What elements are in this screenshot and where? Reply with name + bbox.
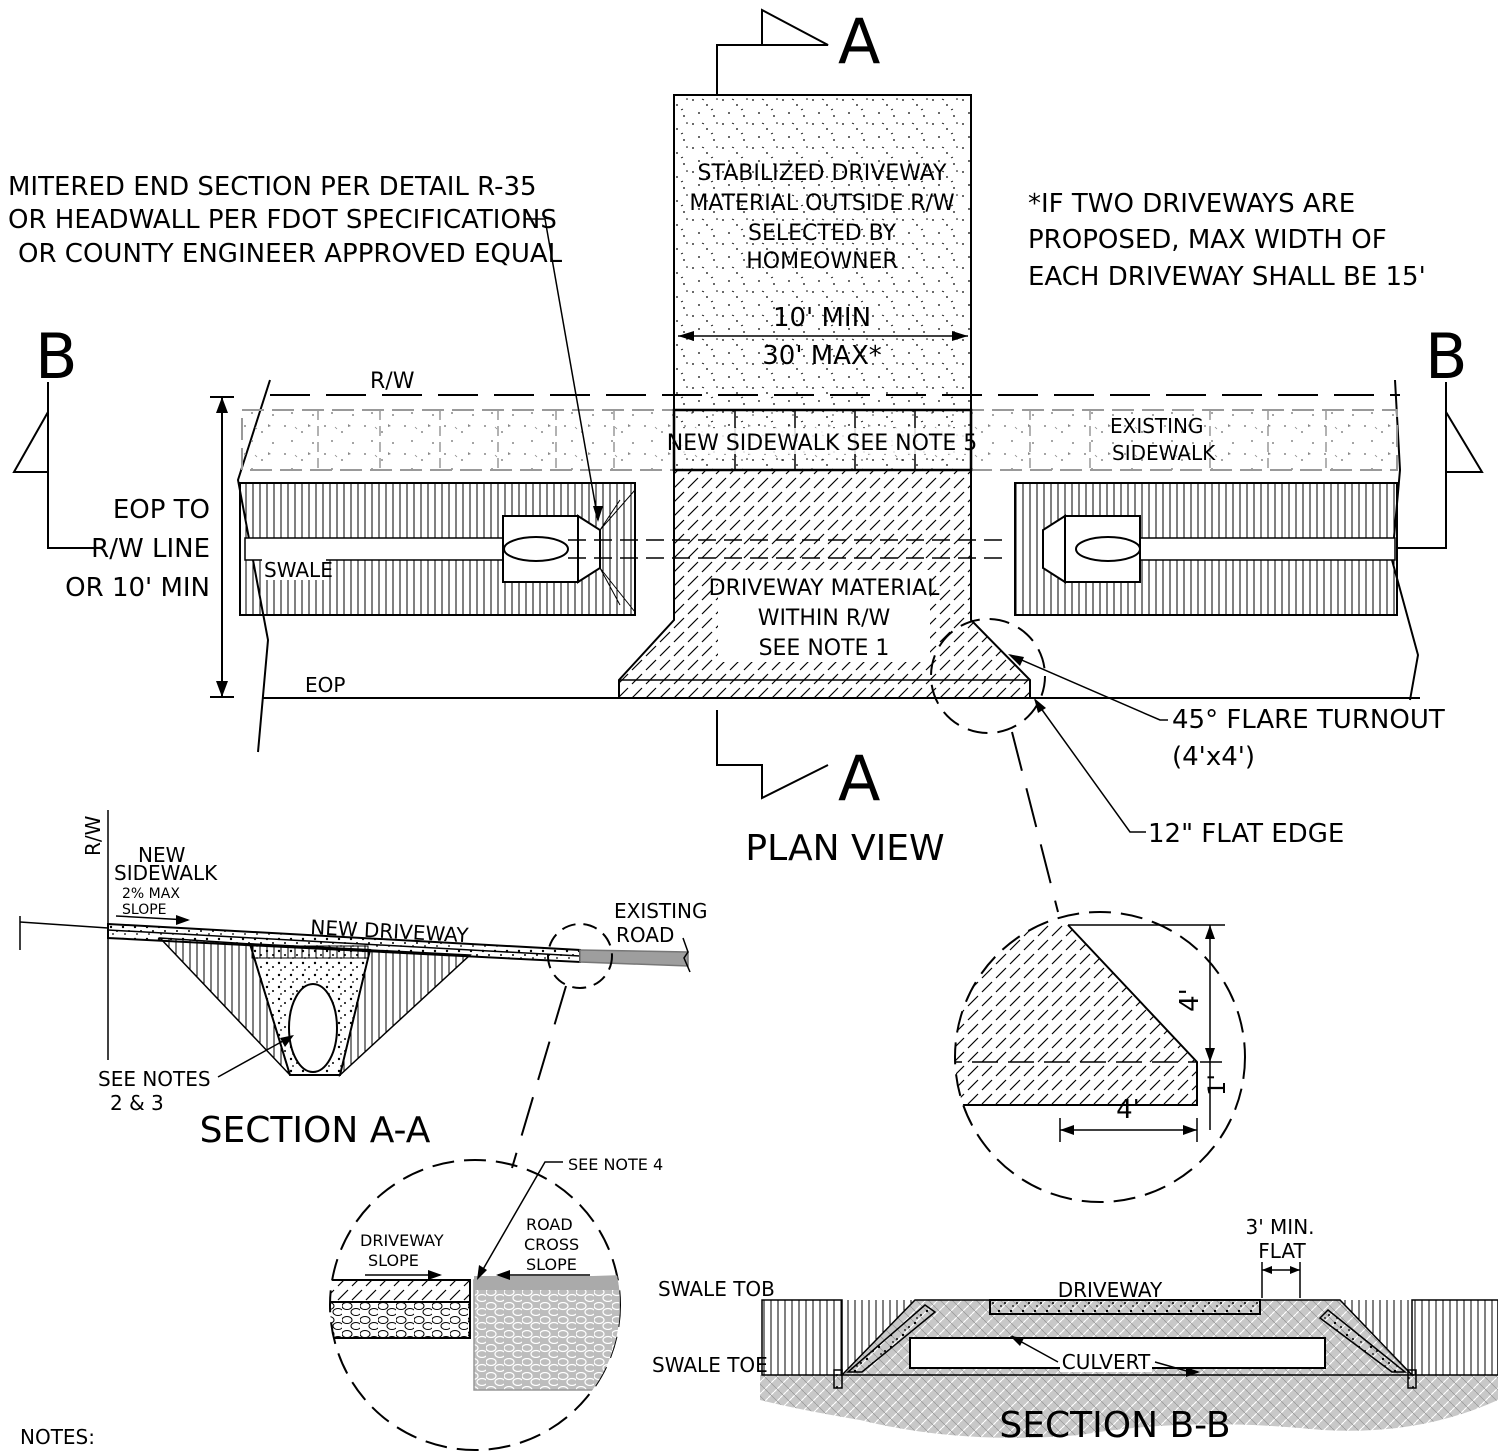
joint-detail: SEE NOTE 4 DRIVEWAY SLOPE ROAD CROSS SLO…	[329, 985, 663, 1451]
flare-note-line2: (4'x4')	[1172, 742, 1255, 772]
section-aa-culvert	[288, 983, 338, 1073]
section-a-bottom-label: A	[838, 742, 880, 815]
section-b-left-marker: B	[12, 320, 95, 549]
eop-dim-line3: OR 10' MIN	[65, 573, 210, 603]
flare-leader	[1009, 654, 1168, 721]
joint-see-note-4: SEE NOTE 4	[568, 1155, 663, 1174]
two-driveways-line1: *IF TWO DRIVEWAYS ARE	[1028, 189, 1355, 219]
section-a-top-label: A	[838, 5, 880, 78]
section-bb: 3' MIN. FLAT SWALE TOB SWALE TOE DRIVEWA…	[652, 1215, 1498, 1446]
mitered-leader	[525, 218, 599, 521]
section-b-right-label: B	[1425, 320, 1468, 393]
flare-dim-4-vertical: 4'	[1175, 988, 1205, 1012]
section-aa-new-sidewalk-2: SIDEWALK	[114, 861, 218, 885]
plan-view-title: PLAN VIEW	[745, 828, 944, 869]
eop-dim-line2: R/W LINE	[91, 534, 210, 564]
mitered-note-line3: OR COUNTY ENGINEER APPROVED EQUAL	[18, 239, 563, 269]
section-aa-see-notes-2: 2 & 3	[110, 1091, 164, 1115]
joint-road-cross-1: ROAD	[526, 1215, 573, 1234]
new-sidewalk-label: NEW SIDEWALK SEE NOTE 5	[667, 431, 978, 456]
section-bb-culvert-label: CULVERT	[1062, 1350, 1151, 1374]
flare-dim-1: 1'	[1203, 1074, 1231, 1096]
flare-note-line1: 45° FLARE TURNOUT	[1172, 705, 1445, 735]
section-a-bottom-marker: A	[716, 710, 880, 815]
driveway-material-line3: SEE NOTE 1	[759, 636, 890, 661]
section-b-right-marker: B	[1398, 320, 1484, 549]
section-bb-ground	[760, 1375, 1498, 1438]
section-aa: R/W NEW SIDEWALK 2% MAX SLOPE NEW DRIVEW…	[19, 810, 708, 1151]
joint-driveway-slope-1: DRIVEWAY	[360, 1231, 444, 1250]
stabilized-driveway-area	[673, 94, 972, 411]
driveway-material-line2: WITHIN R/W	[758, 606, 891, 631]
swale-label: SWALE	[264, 558, 333, 582]
section-aa-slope-1: 2% MAX	[122, 886, 180, 902]
stabilized-note-line1: STABILIZED DRIVEWAY	[698, 161, 948, 186]
culvert-pipe-right	[1075, 536, 1141, 562]
section-aa-slope-2: SLOPE	[122, 902, 167, 918]
section-aa-rw-label: R/W	[81, 815, 105, 856]
width-max-label: 30' MAX*	[762, 341, 882, 371]
stabilized-note-line2: MATERIAL OUTSIDE R/W	[689, 191, 955, 216]
section-aa-see-notes-1: SEE NOTES	[98, 1067, 211, 1091]
plan-view: R/W EXISTING SIDEWALK STABILIZED DRIVEWA…	[8, 94, 1445, 869]
section-bb-min-flat-1: 3' MIN.	[1245, 1215, 1314, 1239]
notes-label: NOTES:	[20, 1425, 95, 1449]
flare-dim-4-horizontal: 4'	[1116, 1095, 1140, 1125]
section-bb-swale-tob: SWALE TOB	[658, 1277, 775, 1301]
rw-label: R/W	[370, 369, 415, 394]
flat-edge-label: 12" FLAT EDGE	[1148, 819, 1344, 849]
driveway-material-line1: DRIVEWAY MATERIAL	[709, 576, 940, 601]
section-bb-min-flat-2: FLAT	[1258, 1239, 1306, 1263]
section-aa-joint-callout	[547, 923, 613, 989]
flare-callout-circle	[930, 618, 1046, 734]
section-aa-existing-road-2: ROAD	[616, 923, 674, 947]
section-a-top-marker: A	[716, 5, 880, 95]
section-aa-title: SECTION A-A	[200, 1110, 431, 1151]
joint-road-cross-2: CROSS	[524, 1235, 579, 1254]
width-min-label: 10' MIN	[773, 303, 871, 333]
section-bb-driveway-slab	[989, 1299, 1261, 1315]
eop-dim-line1: EOP TO	[113, 495, 210, 525]
culvert-pipe-left	[503, 536, 569, 562]
joint-driveway-slope-2: SLOPE	[368, 1251, 419, 1270]
section-aa-existing-road	[579, 949, 689, 967]
stabilized-note-line3: SELECTED BY	[748, 221, 897, 246]
flare-detail: 4' 1' 4'	[954, 731, 1246, 1203]
joint-leader	[477, 1161, 563, 1279]
two-driveways-line3: EACH DRIVEWAY SHALL BE 15'	[1028, 262, 1426, 292]
mitered-note-line1: MITERED END SECTION PER DETAIL R-35	[8, 172, 537, 202]
section-aa-new-sidewalk-1: NEW	[138, 843, 186, 867]
section-bb-title: SECTION B-B	[999, 1405, 1230, 1446]
section-aa-existing-road-1: EXISTING	[614, 899, 708, 923]
joint-road-cross-3: SLOPE	[526, 1255, 577, 1274]
mitered-note-line2: OR HEADWALL PER FDOT SPECIFICATIONS	[8, 205, 557, 235]
section-b-left-label: B	[35, 320, 78, 393]
eop-label: EOP	[305, 673, 345, 697]
swale-left	[239, 482, 1010, 616]
swale-right	[1014, 482, 1398, 616]
section-bb-driveway: DRIVEWAY	[1058, 1278, 1163, 1302]
flat-edge-leader	[1034, 699, 1146, 833]
two-driveways-line2: PROPOSED, MAX WIDTH OF	[1028, 225, 1387, 255]
stabilized-note-line4: HOMEOWNER	[746, 249, 897, 274]
section-bb-swale-toe: SWALE TOE	[652, 1353, 768, 1377]
existing-sidewalk-label-1: EXISTING	[1110, 414, 1204, 438]
existing-sidewalk-label-2: SIDEWALK	[1112, 441, 1216, 465]
